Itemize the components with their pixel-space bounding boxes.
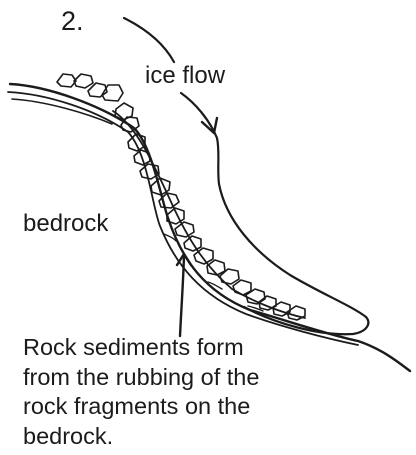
bedrock-surface-line (12, 99, 112, 124)
caption-line: rock fragments on the (23, 392, 259, 422)
rock-fragment (57, 74, 76, 87)
caption-line: Rock sediments form (23, 333, 259, 363)
step-number: 2. (61, 6, 84, 36)
ice-flow-label: ice flow (145, 62, 225, 90)
ice-flow-line (124, 18, 174, 62)
ice-flow-arrowhead (202, 118, 217, 133)
sediment-caption: Rock sediments form from the rubbing of … (23, 333, 259, 451)
rock-fragment (74, 74, 93, 88)
caption-pointer-line (180, 256, 184, 336)
glacier-bottom-line (113, 111, 305, 318)
caption-line: from the rubbing of the (23, 363, 259, 393)
caption-line: bedrock. (23, 422, 259, 452)
bedrock-label: bedrock (23, 210, 108, 238)
